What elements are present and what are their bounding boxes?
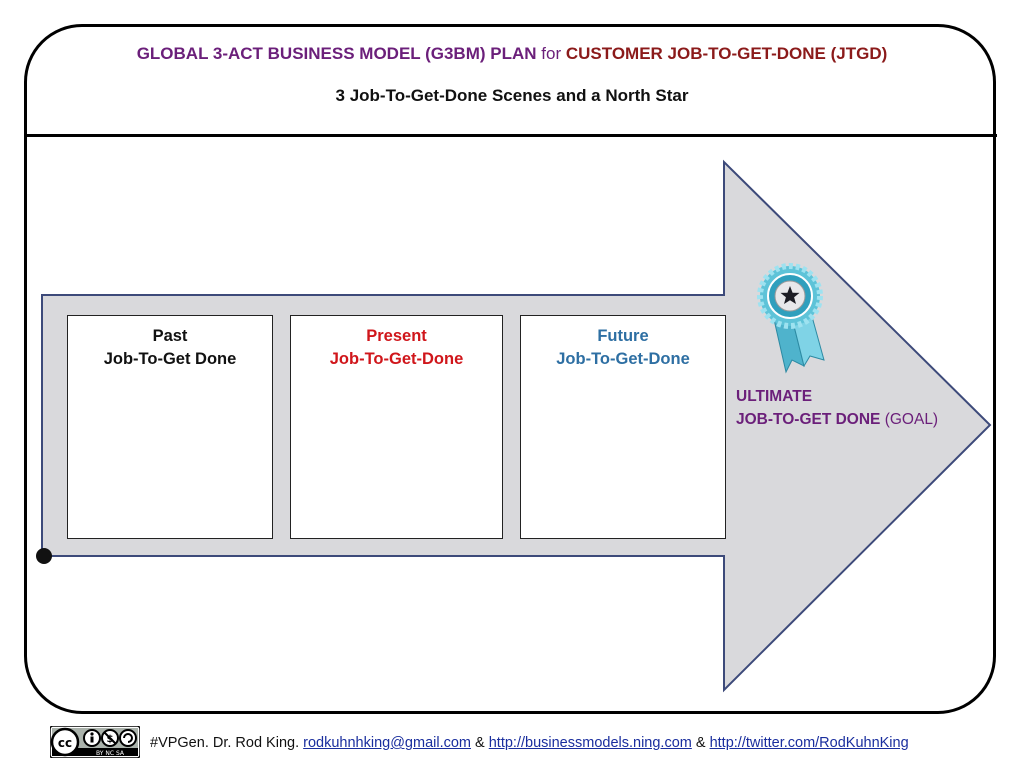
outer-frame bbox=[24, 24, 996, 714]
footer-sep-1: & bbox=[475, 735, 485, 751]
svg-text:$: $ bbox=[107, 734, 114, 745]
svg-text:cc: cc bbox=[58, 736, 72, 750]
email-link[interactable]: rodkuhnhking@gmail.com bbox=[303, 735, 471, 751]
cc-by-nc-sa-icon: cc $ BY NC SA bbox=[50, 726, 140, 758]
scene-present: Present Job-To-Get-Done bbox=[290, 315, 503, 539]
award-rosette-icon bbox=[757, 263, 825, 374]
scene-past-line1: Past bbox=[152, 327, 188, 345]
goal-line2-bold: JOB-TO-GET DONE bbox=[736, 411, 881, 428]
scene-past: Past Job-To-Get Done bbox=[67, 315, 273, 539]
cc-license-sub: BY NC SA bbox=[96, 750, 125, 757]
footer-sep-2: & bbox=[695, 735, 706, 751]
title-part-3: CUSTOMER JOB-TO-GET-DONE (JTGD) bbox=[565, 44, 888, 63]
ultimate-goal-label: ULTIMATE JOB-TO-GET DONE (GOAL) bbox=[736, 385, 938, 431]
twitter-link[interactable]: http://twitter.com/RodKuhnKing bbox=[709, 735, 909, 751]
footer-prefix: #VPGen. Dr. Rod King. bbox=[150, 735, 300, 751]
header-divider bbox=[25, 134, 997, 137]
arrow-shape bbox=[41, 159, 992, 693]
scene-future-line1: Future bbox=[597, 327, 649, 345]
scene-future-line2: Job-To-Get-Done bbox=[556, 350, 690, 368]
title-part-2: for bbox=[541, 44, 562, 63]
goal-line2-rest: (GOAL) bbox=[884, 411, 939, 428]
start-point-dot bbox=[36, 548, 52, 564]
page-subtitle: 3 Job-To-Get-Done Scenes and a North Sta… bbox=[335, 86, 689, 105]
scene-future: Future Job-To-Get-Done bbox=[520, 315, 726, 539]
businessmodels-link[interactable]: http://businessmodels.ning.com bbox=[488, 735, 692, 751]
scene-past-line2: Job-To-Get Done bbox=[103, 350, 237, 368]
footer-credits: #VPGen. Dr. Rod King. rodkuhnhking@gmail… bbox=[150, 735, 909, 751]
scene-present-line2: Job-To-Get-Done bbox=[329, 350, 464, 368]
goal-line1: ULTIMATE bbox=[736, 388, 813, 405]
title-part-1: GLOBAL 3-ACT BUSINESS MODEL (G3BM) PLAN bbox=[136, 44, 537, 63]
scene-present-line1: Present bbox=[366, 327, 427, 345]
page-title: GLOBAL 3-ACT BUSINESS MODEL (G3BM) PLAN … bbox=[0, 44, 1024, 64]
